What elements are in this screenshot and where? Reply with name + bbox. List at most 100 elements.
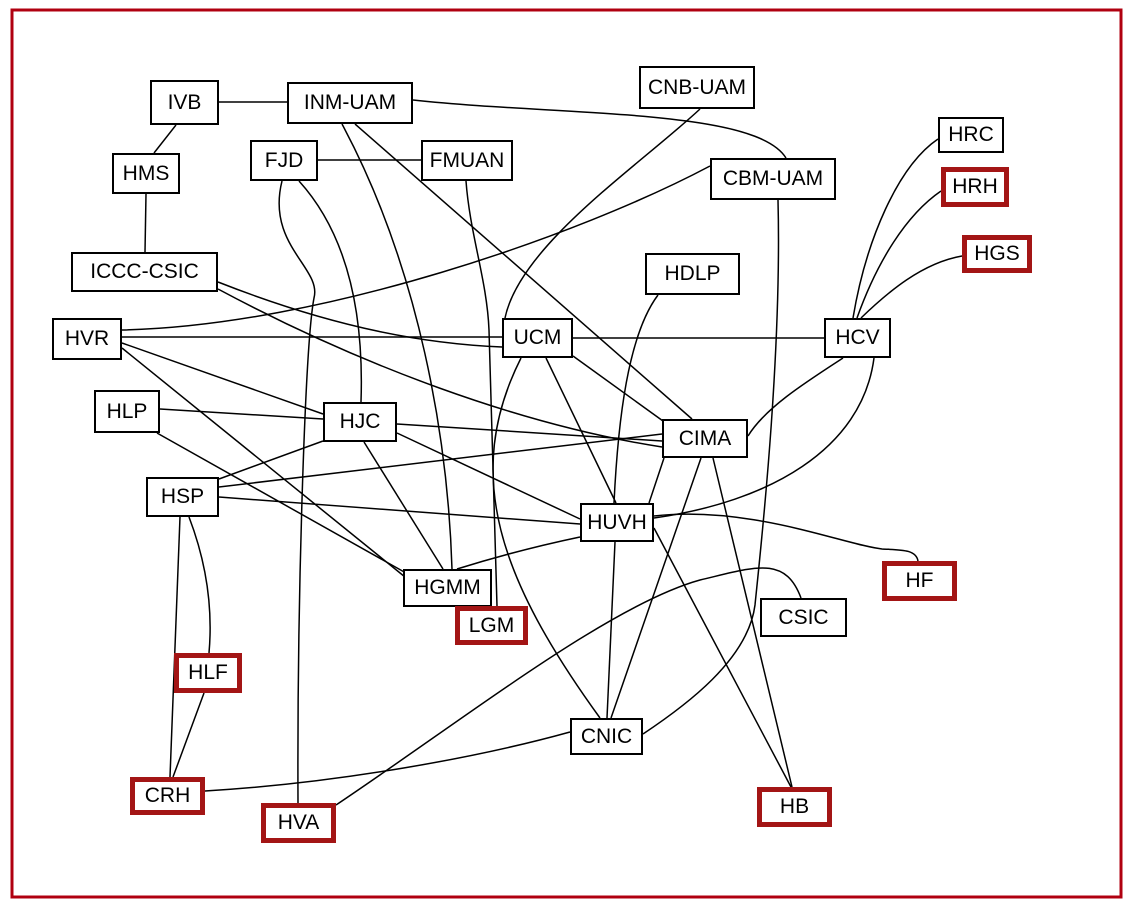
node-HF: HF [882,561,957,601]
node-HDLP: HDLP [645,253,740,295]
node-CSIC: CSIC [760,598,847,637]
edge-HVR-CBM-UAM [121,165,711,331]
node-INM-UAM: INM-UAM [287,82,413,124]
node-HGMM: HGMM [403,569,492,607]
node-label: HRH [952,175,998,198]
node-label: HDLP [664,262,721,285]
node-HMS: HMS [112,153,180,194]
node-label: CSIC [778,605,829,629]
edge-HUVH-HGMM [456,536,581,570]
edge-HSP-CIMA [218,433,663,488]
node-label: IVB [167,90,202,114]
node-HVR: HVR [52,318,122,360]
edge-UCM-CNIC [492,357,601,719]
node-label: HMS [122,161,170,185]
edge-HSP-HUVH [218,496,581,525]
edge-HLP-HGMM [156,432,407,574]
node-HJC: HJC [323,402,397,442]
node-HRH: HRH [941,167,1009,207]
edge-INM-UAM-CIMA [354,123,693,420]
edge-FMUAN-LGM [465,180,498,607]
node-label: INM-UAM [303,91,397,114]
node-IVB: IVB [150,80,219,125]
edge-FJD-HJC [298,180,363,403]
edge-HMS-ICCC-CSIC [144,193,147,253]
edge-ICCC-CSIC-CIMA [217,288,663,448]
node-label: ICCC-CSIC [90,260,199,283]
node-label: HGMM [414,576,481,599]
edge-HLP-HJC [159,408,324,420]
edge-HVR-HJC [121,342,324,415]
node-label: HRC [948,123,994,146]
edge-HUVH-HF [653,513,919,562]
edge-UCM-CIMA [572,355,664,422]
node-label: HVR [64,327,110,350]
page-frame [10,8,1123,899]
node-label: HB [779,795,810,818]
edge-HCV-CIMA [747,357,844,437]
edge-HJC-HGMM [363,441,444,570]
edge-HJC-CIMA [396,423,663,442]
edge-IVB-HMS [153,124,177,154]
edge-HCV-HUVH [653,357,875,519]
edge-ICCC-CSIC-UCM [217,281,503,348]
node-label: CRH [144,784,191,807]
node-label: CBM-UAM [722,167,824,190]
node-HGS: HGS [962,235,1032,273]
node-label: CNB-UAM [648,75,746,99]
edge-CIMA-HUVH [648,457,665,504]
edge-HUVH-CNIC [606,541,616,719]
edge-HJC-HUVH [396,432,581,520]
node-label: HSP [160,485,205,508]
edge-UCM-HUVH [545,357,617,504]
node-FMUAN: FMUAN [421,140,513,181]
node-HCV: HCV [824,318,891,358]
node-label: HVA [277,811,320,834]
node-label: HF [905,569,934,592]
node-label: HGS [974,242,1020,265]
edge-CNB-UAM-UCM [504,108,701,319]
edge-CRH-CNIC [204,731,571,792]
node-label: HLF [188,661,228,684]
node-CRH: CRH [130,777,205,815]
node-HB: HB [757,787,832,827]
node-HLP: HLP [94,390,160,433]
node-label: CNIC [580,724,633,748]
node-CBM-UAM: CBM-UAM [710,158,836,200]
node-LGM: LGM [455,606,528,645]
node-label: FJD [264,148,304,172]
edge-HCV-HRH [856,190,942,319]
node-FJD: FJD [250,140,318,181]
edge-CIMA-HB [712,457,793,788]
node-label: CIMA [678,426,732,450]
edge-HLF-CRH [172,692,205,778]
edge-HSP-HLF [188,516,211,654]
node-label: HJC [339,410,381,433]
node-ICCC-CSIC: ICCC-CSIC [71,252,218,292]
node-HSP: HSP [146,477,219,517]
node-HLF: HLF [174,653,242,693]
edge-INM-UAM-CBM-UAM [412,99,787,159]
edge-HUVH-HB [653,527,792,788]
node-label: LGM [468,613,515,637]
node-CIMA: CIMA [662,419,748,458]
edge-INM-UAM-HGMM [341,123,453,570]
edge-CBM-UAM-CNIC [642,199,780,735]
node-label: HLP [106,399,148,423]
node-CNB-UAM: CNB-UAM [639,66,755,109]
node-label: FMUAN [429,148,505,172]
edge-FJD-HVA [278,180,316,804]
node-HRC: HRC [938,117,1004,153]
node-label: HUVH [587,510,647,534]
edge-HVA-CSIC [335,567,802,806]
edge-HSP-CRH [169,516,181,778]
edge-CIMA-CNIC [610,457,702,719]
edge-HCV-HGS [860,255,963,319]
edge-HCV-HRC [852,138,939,319]
node-UCM: UCM [502,318,573,358]
node-label: UCM [513,326,562,349]
node-HUVH: HUVH [580,503,654,542]
edge-HDLP-HUVH [613,294,659,504]
